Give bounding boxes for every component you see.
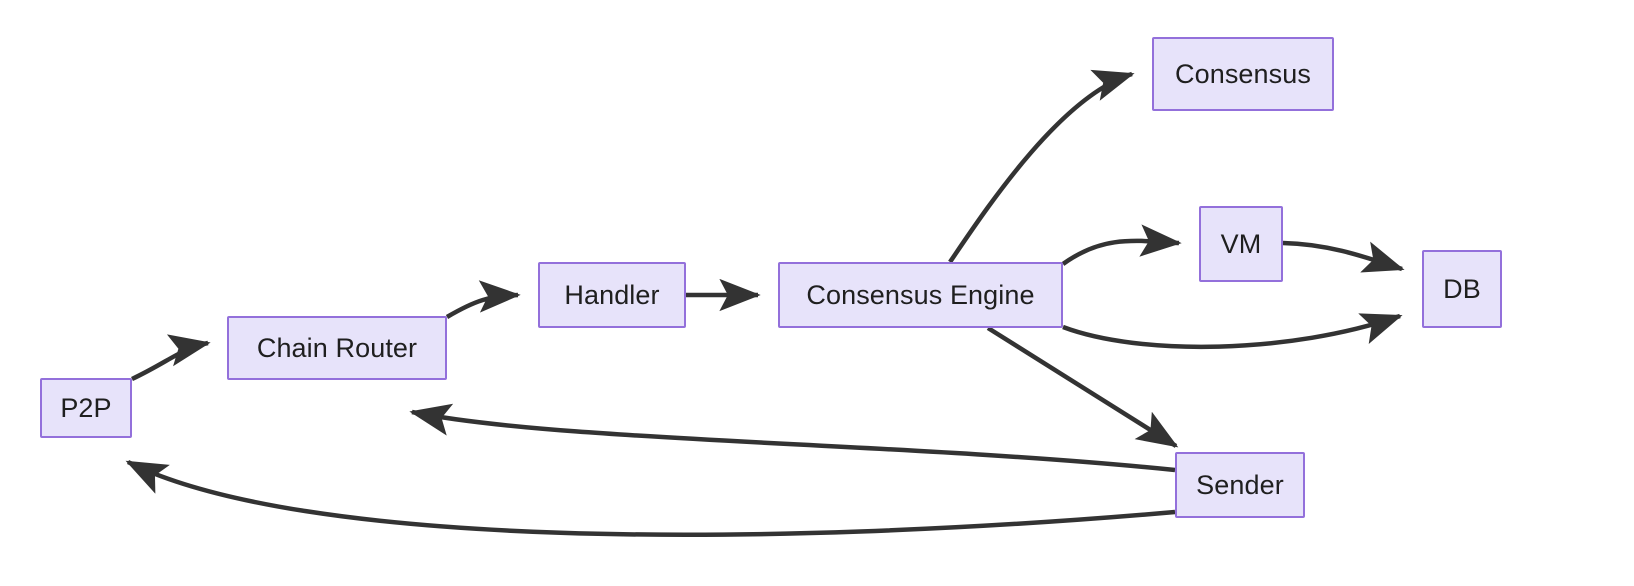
edge-consensus-engine-to-consensus: [948, 69, 1135, 264]
node-vm-label: VM: [1220, 228, 1262, 259]
edge-sender-to-chain-router: [409, 403, 1176, 473]
node-consensus-engine[interactable]: Consensus Engine: [778, 262, 1063, 328]
edge-chain-router-to-handler: [445, 280, 521, 319]
edge-vm-to-db: [1282, 240, 1405, 273]
node-db[interactable]: DB: [1422, 250, 1502, 328]
node-sender[interactable]: Sender: [1175, 452, 1305, 518]
edge-sender-to-p2p: [125, 459, 1176, 537]
node-handler-label: Handler: [564, 279, 660, 310]
node-chain-router[interactable]: Chain Router: [227, 316, 447, 380]
edge-consensus-engine-to-vm: [1061, 224, 1182, 266]
node-consensus[interactable]: Consensus: [1152, 37, 1334, 111]
node-chain-router-label: Chain Router: [256, 332, 418, 363]
edge-consensus-engine-to-db: [1062, 313, 1403, 350]
edge-p2p-to-chain-router: [131, 334, 211, 382]
node-db-label: DB: [1443, 273, 1481, 304]
node-handler[interactable]: Handler: [538, 262, 686, 328]
edge-consensus-engine-to-sender: [986, 326, 1179, 448]
node-consensus-engine-label: Consensus Engine: [806, 279, 1035, 310]
node-sender-label: Sender: [1196, 469, 1284, 500]
node-p2p-label: P2P: [60, 392, 112, 423]
node-consensus-label: Consensus: [1175, 58, 1311, 89]
node-p2p[interactable]: P2P: [40, 378, 132, 438]
node-vm[interactable]: VM: [1199, 206, 1283, 282]
